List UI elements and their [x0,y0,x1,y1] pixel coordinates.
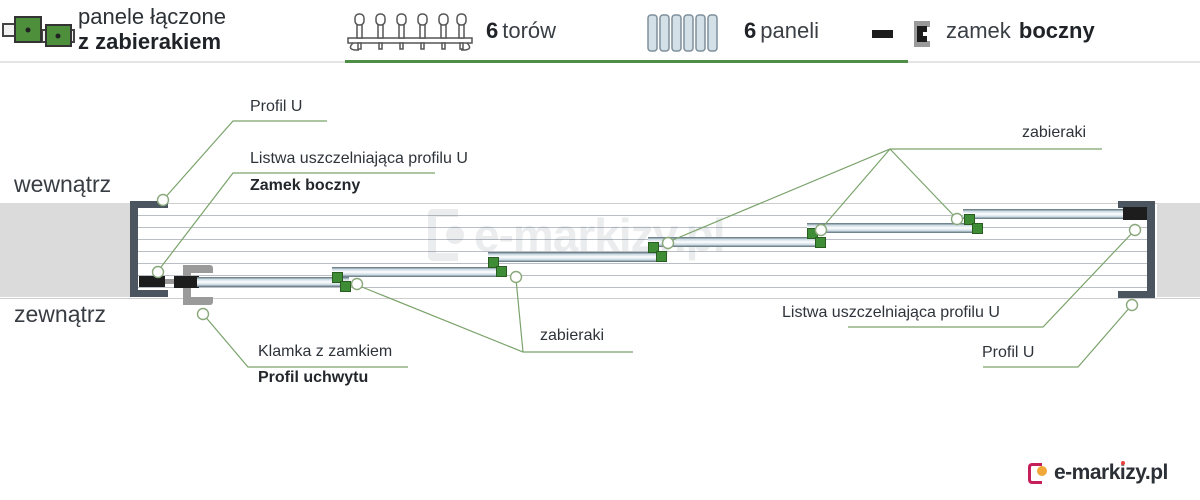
watermark-dot-icon [446,226,464,244]
side-lock-word1: zamek [946,18,1011,43]
zabierak-block [648,242,659,253]
track-line [138,263,1147,264]
track-line [138,251,1147,252]
zabierak-block [332,272,343,283]
brand-logo: e-markizy.pl [1028,461,1168,485]
label-profil-u-left: Profil U [250,98,303,115]
seal-strip-right [1123,207,1147,220]
handle-lock-body [174,276,199,288]
logo-dot-icon [1037,466,1047,476]
track-line [138,227,1147,228]
wall-right [1157,203,1200,297]
track-line [138,275,1147,276]
zabierak-block [815,237,826,248]
label-zabieraki-top: zabieraki [1022,124,1087,141]
zabierak-block [656,251,667,262]
tracks-icon [347,13,473,51]
side-lock-label: zamek boczny [946,18,1095,44]
handle-profile-bottom [183,297,213,305]
track-line [138,215,1147,216]
logo-bracket-icon [1028,462,1042,484]
panels-word: paneli [760,18,819,43]
label-zabieraki-bottom: zabieraki [540,327,605,344]
label-klamka: Klamka z zamkiem [258,343,393,360]
inside-label: wewnątrz [14,171,112,197]
label-listwa-right: Listwa uszczelniająca profilu U [782,304,1000,321]
frame-left-vertical [130,201,138,297]
panel-4 [648,237,823,247]
zabierak-block [972,223,983,234]
frame-left-bottom-arm [130,290,168,297]
zabierak-block [340,281,351,292]
handle-connector [165,279,175,284]
label-profil-uchwytu: Profil uchwytu [258,369,369,386]
label-zamek-boczny: Zamek boczny [250,177,361,194]
header-divider-accent [345,60,908,63]
track-line [138,287,1147,288]
side-lock-word2: boczny [1018,18,1095,43]
wall-left [0,203,133,297]
frame-left-top-arm [130,201,168,208]
seal-strip-left [139,276,165,287]
panels-icon [647,14,718,52]
frame-right-bottom-arm [1118,291,1155,298]
panels-count: 6 [744,18,757,43]
track-line [138,239,1147,240]
label-profil-u-right: Profil U [982,344,1035,361]
joined-panels-icon [2,16,75,47]
zabierak-block [488,257,499,268]
page-title-line1: panele łączone [78,4,227,29]
page-title-line2: z zabierakiem [78,29,222,54]
outside-label: zewnątrz [14,301,107,327]
panel-6 [963,209,1147,219]
page-title: panele łączone z zabierakiem [78,4,226,54]
frame-right-top-arm [1118,201,1155,208]
zabierak-block [496,266,507,277]
tracks-word: torów [502,18,557,43]
panel-2 [332,267,507,277]
side-lock-icon [872,21,930,47]
frame-right-vertical [1147,201,1155,298]
tracks-count: 6 [486,18,499,43]
panel-5 [807,223,977,233]
label-listwa-left: Listwa uszczelniająca profilu U [250,150,468,167]
panel-3 [488,252,663,262]
logo-text: e-markizy.pl [1054,461,1168,484]
panel-1 [197,277,349,287]
